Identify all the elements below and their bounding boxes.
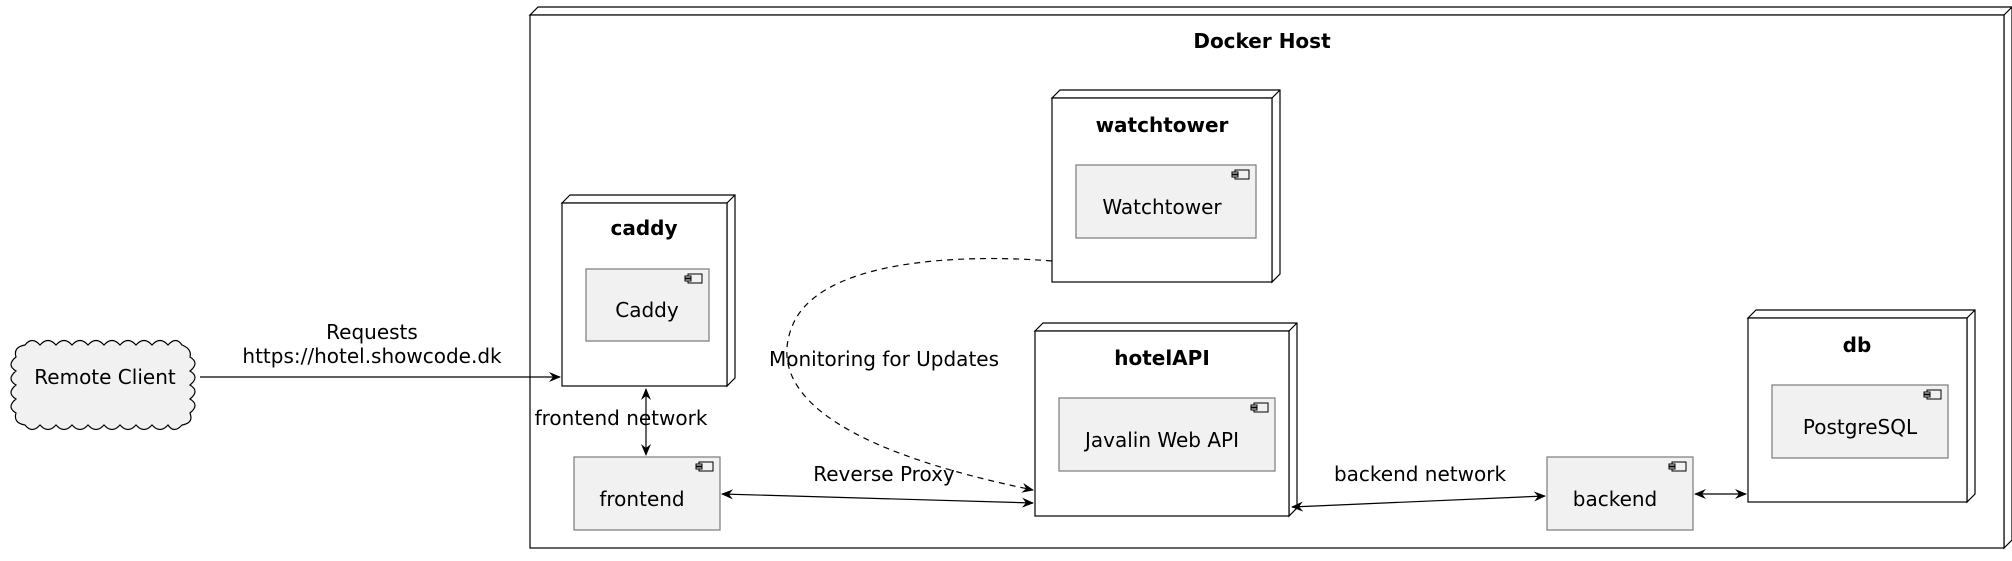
monitoring-label: Monitoring for Updates <box>769 347 999 371</box>
remote-client-label: Remote Client <box>34 365 176 389</box>
hotelapi-title: hotelAPI <box>1114 346 1210 370</box>
hotelapi-component-label: Javalin Web API <box>1083 428 1239 452</box>
reverse-proxy-label: Reverse Proxy <box>813 462 955 486</box>
frontend-network-label: frontend network <box>535 406 708 430</box>
frontend-label: frontend <box>599 487 684 511</box>
backend-network-edge <box>1291 491 1546 512</box>
backend-component: backend <box>1546 456 1694 531</box>
backend-network-label: backend network <box>1334 462 1506 486</box>
backend-label: backend <box>1573 487 1658 511</box>
reverse-proxy-edge <box>721 489 1034 508</box>
caddy-title: caddy <box>610 216 677 240</box>
hotelapi-component <box>1058 397 1276 472</box>
docker-host-title: Docker Host <box>1193 29 1331 53</box>
frontend-component: frontend <box>573 456 721 531</box>
caddy-node: caddy Caddy <box>560 194 736 388</box>
watchtower-component-label: Watchtower <box>1102 195 1222 219</box>
watchtower-node: watchtower Watchtower <box>1050 89 1281 284</box>
monitoring-edge <box>786 257 1053 493</box>
caddy-component-label: Caddy <box>615 298 679 322</box>
requests-label-line1: Requests <box>326 320 418 344</box>
watchtower-title: watchtower <box>1096 113 1229 137</box>
db-title: db <box>1843 333 1872 357</box>
db-node: db PostgreSQL <box>1746 309 1976 504</box>
remote-client-cloud: Remote Client <box>10 339 196 431</box>
watchtower-component <box>1075 164 1257 239</box>
requests-label-line2: https://hotel.showcode.dk <box>242 344 502 368</box>
db-component <box>1771 384 1949 459</box>
hotelapi-node: hotelAPI Javalin Web API <box>1033 322 1298 518</box>
db-component-label: PostgreSQL <box>1803 415 1918 439</box>
